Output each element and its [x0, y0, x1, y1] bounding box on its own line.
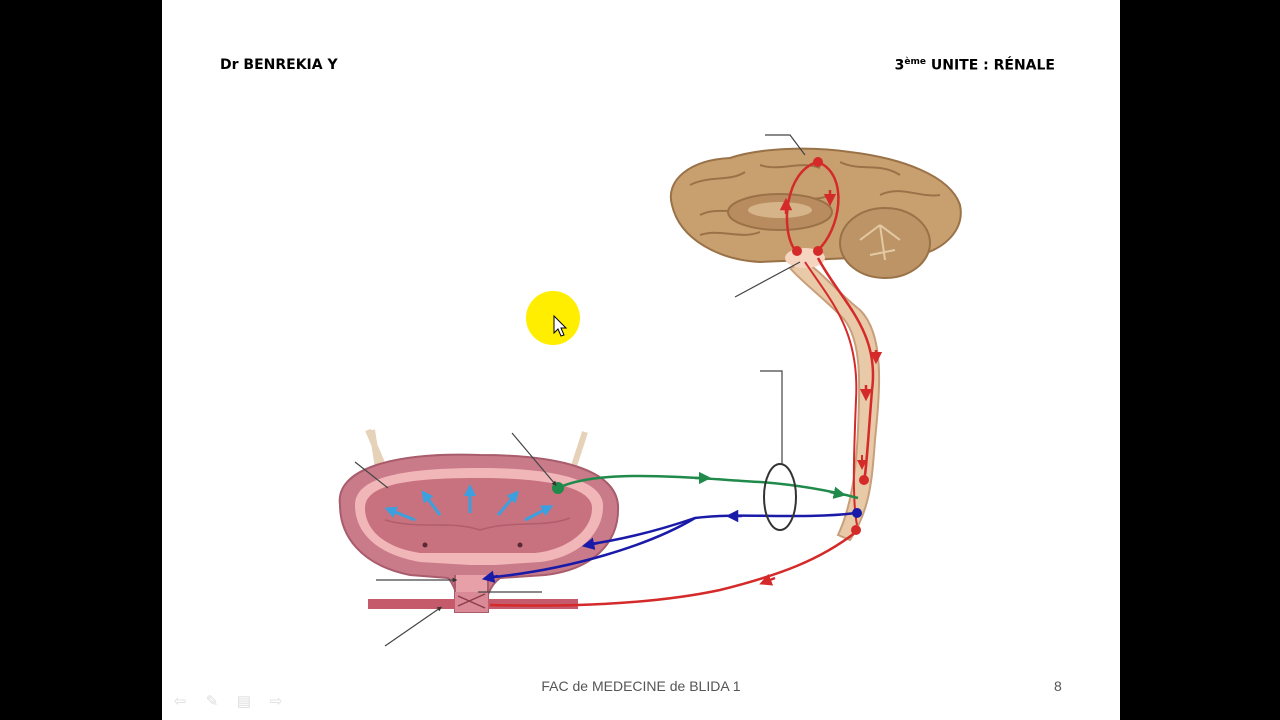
mouse-cursor-icon: [553, 314, 568, 337]
sympathetic-pathway: [481, 508, 862, 583]
stretch-arrow-4: [496, 490, 519, 516]
slide: Dr BENREKIA Y 3ème UNITE : RÉNALE: [162, 0, 1120, 720]
spinal-cord: [788, 260, 881, 542]
author-header: Dr BENREKIA Y: [220, 57, 338, 73]
somatic-pathway: [489, 531, 857, 607]
micturition-reflex-diagram: [338, 134, 962, 647]
cursor-highlight: [526, 291, 580, 345]
pen-icon[interactable]: ✎: [205, 693, 219, 710]
bladder: [338, 428, 620, 613]
footer-text: FAC de MEDECINE de BLIDA 1: [541, 678, 741, 694]
pelvic-nerve-bundle: [763, 463, 797, 531]
page-number: 8: [1054, 678, 1062, 694]
menu-icon[interactable]: ▤: [236, 693, 252, 710]
stretch-arrow-2: [421, 490, 442, 516]
stretch-arrow-5: [524, 505, 554, 522]
arrow-right-icon[interactable]: ⇨: [269, 693, 283, 710]
unit-header: 3ème UNITE : RÉNALE: [894, 57, 1055, 74]
brain: [669, 147, 962, 279]
arrow-left-icon[interactable]: ⇦: [173, 693, 187, 710]
slide-nav: ⇦ ✎ ▤ ⇨: [170, 692, 286, 710]
leader-lines: [354, 134, 806, 647]
cortical-pontine-circuit: [779, 157, 883, 535]
stretch-arrow-1: [384, 506, 416, 522]
